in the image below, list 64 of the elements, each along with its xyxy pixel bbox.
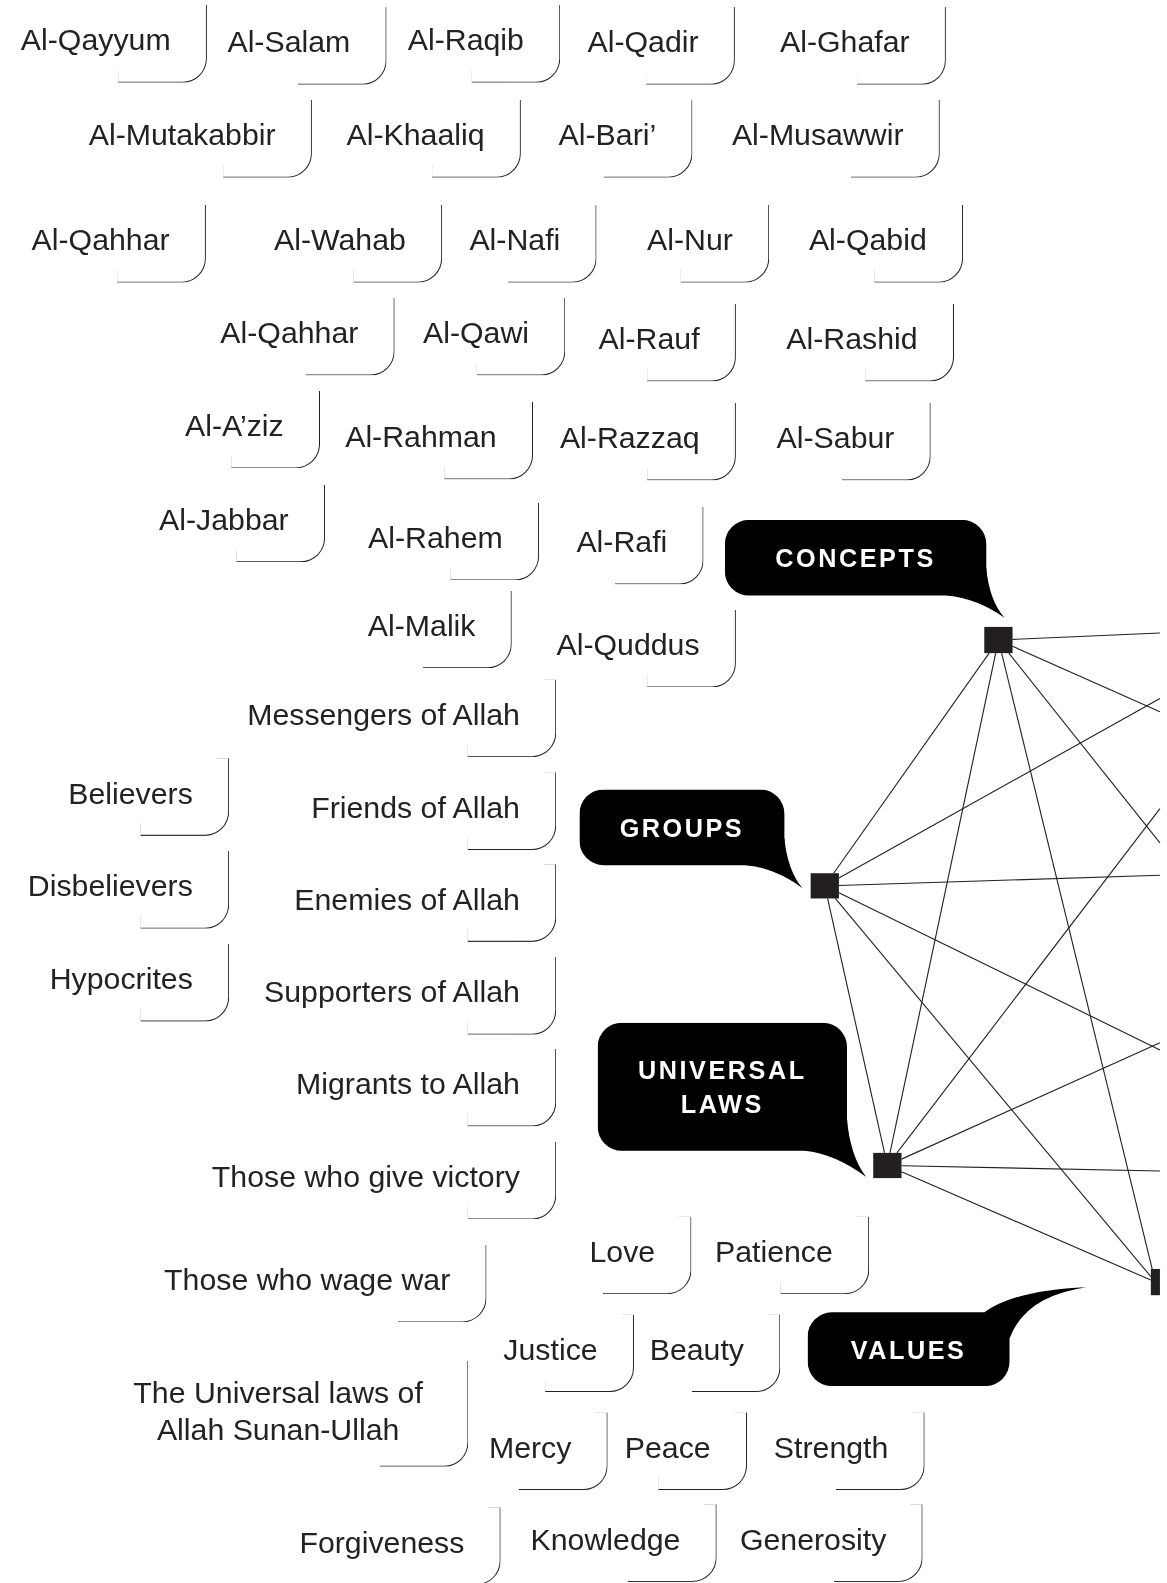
word-tag: Al-Wahab: [269, 204, 443, 283]
word-tag: Beauty: [645, 1314, 781, 1393]
word-tag: Al-Nur: [643, 204, 770, 283]
word-tag: Forgiveness: [295, 1507, 501, 1583]
connector-line: [896, 808, 1161, 1154]
word-tag: Al-Sabur: [772, 402, 931, 481]
connector-line: [900, 1042, 1161, 1160]
word-tag: Mercy: [484, 1412, 608, 1491]
connector-line: [1012, 632, 1161, 640]
word-tag: Supporters of Allah: [259, 957, 557, 1035]
word-tag: Al-Musawwir: [727, 99, 940, 178]
connector-line: [838, 874, 1161, 886]
word-tag: Al-Qahhar: [27, 204, 206, 283]
word-tag: Enemies of Allah: [290, 864, 557, 942]
word-tag: Al-Qabid: [804, 204, 964, 283]
word-tag: Those who give victory: [207, 1141, 557, 1220]
word-tag: Knowledge: [526, 1504, 717, 1582]
word-tag: Al-Qadir: [583, 7, 735, 85]
connector-line: [1001, 652, 1153, 1270]
word-tag: Al-Malik: [363, 590, 512, 669]
connector-line: [900, 1165, 1161, 1172]
word-tag: Disbelievers: [23, 851, 230, 929]
word-tag: Al-Nafi: [465, 204, 597, 283]
square-marker: [873, 1152, 902, 1179]
word-tag: Al-Qawi: [418, 297, 566, 376]
word-tag: Al-Salam: [223, 7, 387, 85]
word-tag: Migrants to Allah: [291, 1048, 557, 1127]
connector-line: [1012, 645, 1161, 713]
word-tag: Al-Mutakabbir: [84, 99, 312, 178]
word-tag: Believers: [64, 758, 230, 836]
square-marker: [810, 873, 839, 899]
connector-line: [889, 652, 997, 1154]
word-tag: Justice: [499, 1314, 634, 1393]
connector-line: [834, 897, 1152, 1278]
word-tag: Love: [585, 1216, 692, 1295]
word-tag: Al-Rafi: [572, 506, 704, 585]
square-marker: [984, 626, 1013, 654]
connector-line: [900, 1171, 1152, 1281]
connector-line: [838, 892, 1161, 1051]
word-tag: Hypocrites: [45, 943, 230, 1022]
word-tag: Al-Qahhar: [216, 297, 395, 376]
word-tag: Al-Qayyum: [16, 5, 207, 83]
word-tag: Strength: [769, 1412, 925, 1491]
connector-line: [1008, 652, 1161, 844]
word-tag: Al-Rauf: [594, 303, 736, 382]
connector-line: [838, 698, 1161, 879]
word-tag: Al-Rahman: [341, 401, 533, 480]
word-tag: Friends of Allah: [307, 772, 557, 850]
word-tag: Al-Bari’: [554, 99, 693, 178]
word-tag: Al-Rashid: [782, 303, 954, 382]
connector-line: [827, 897, 886, 1154]
word-tag: Peace: [620, 1412, 748, 1491]
word-tag: Al-A’ziz: [180, 390, 320, 469]
word-tag: The Universal laws of Allah Sunan-Ullah: [120, 1360, 469, 1467]
connector-line: [833, 652, 990, 874]
square-marker: [1150, 1268, 1160, 1296]
word-tag: Al-Rahem: [364, 502, 540, 581]
word-tag: Al-Khaaliq: [342, 99, 521, 178]
word-tag: Al-Razzaq: [555, 402, 736, 481]
word-tag: Those who wage war: [160, 1244, 487, 1323]
word-tag: Al-Jabbar: [155, 484, 326, 563]
word-tag: Al-Ghafar: [775, 7, 946, 85]
word-tag: Generosity: [735, 1504, 923, 1582]
word-tag: Al-Raqib: [403, 5, 561, 83]
